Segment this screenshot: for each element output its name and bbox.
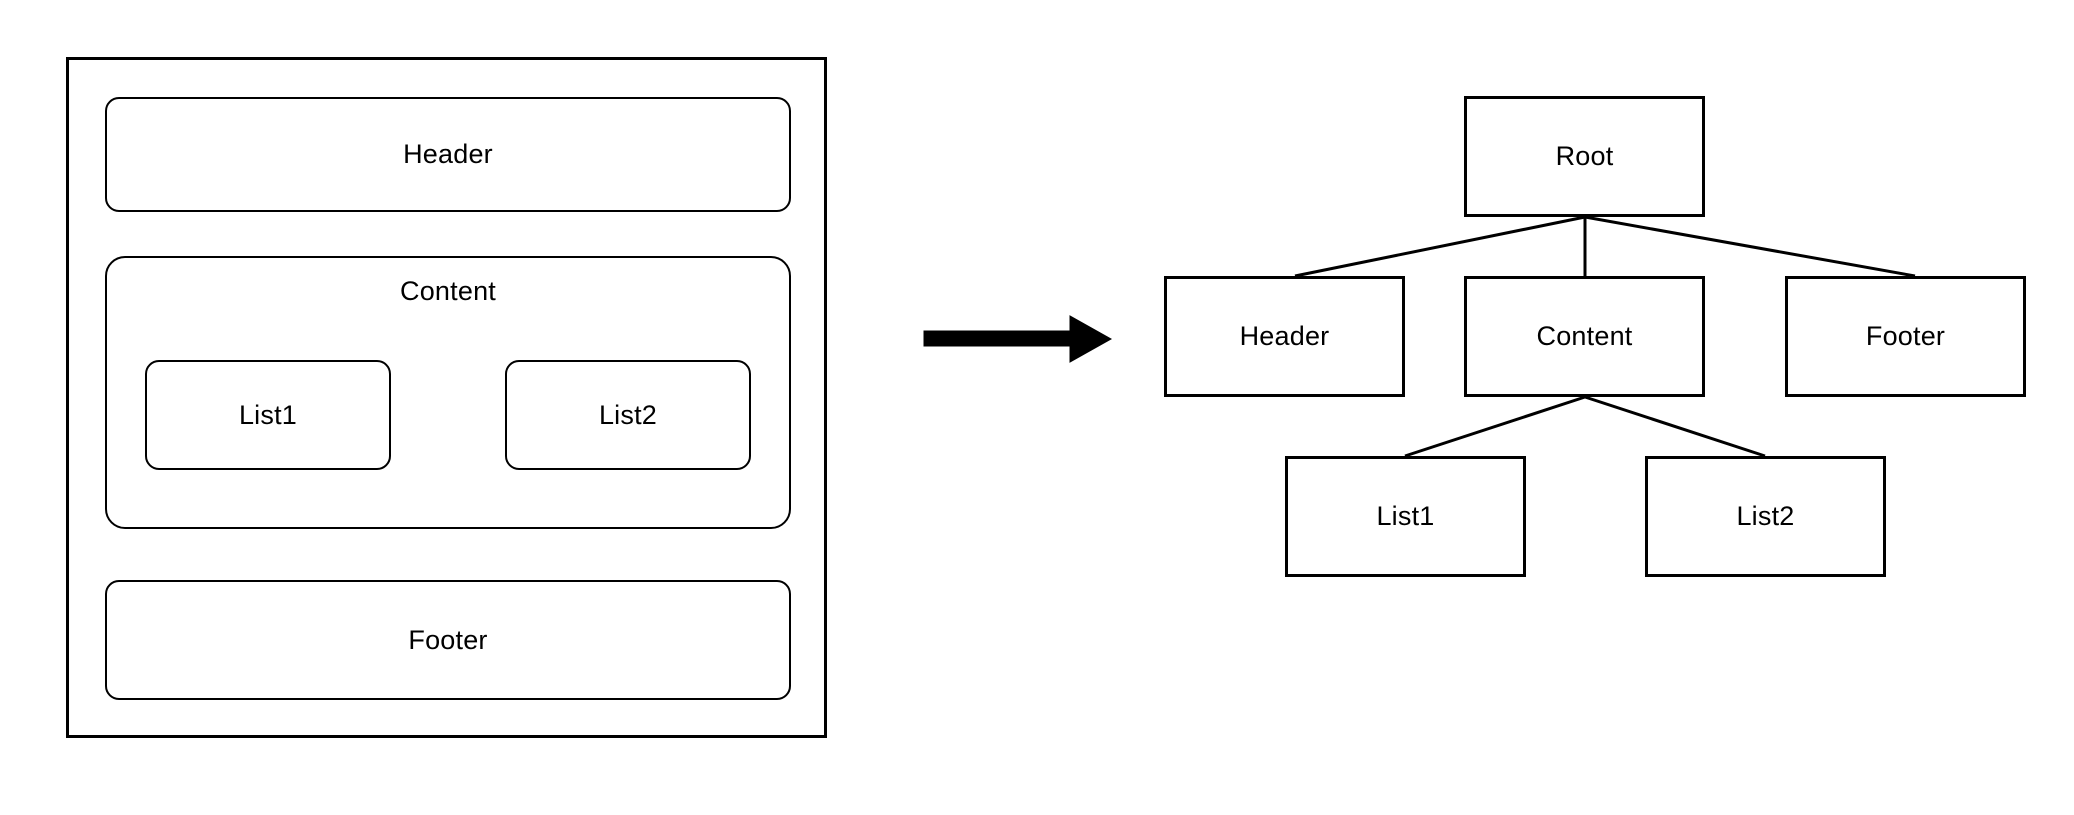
mockup-list2-label: List2	[598, 399, 658, 430]
mockup-content-label: Content	[400, 276, 496, 306]
mockup-list1-box[interactable]: List1	[145, 360, 391, 470]
tree-node-root[interactable]: Root	[1464, 96, 1705, 217]
tree-node-list2[interactable]: List2	[1645, 456, 1886, 577]
tree-node-root-label: Root	[1555, 141, 1614, 171]
edge-content-list2	[1584, 395, 1766, 458]
transform-arrow	[920, 310, 1115, 368]
tree-node-list2-label: List2	[1736, 501, 1795, 531]
mockup-list1-label: List1	[238, 399, 298, 430]
tree-node-header-label: Header	[1239, 321, 1330, 351]
mockup-footer-label: Footer	[408, 624, 488, 655]
tree-node-list1[interactable]: List1	[1285, 456, 1526, 577]
tree-node-footer-label: Footer	[1865, 321, 1946, 351]
tree-node-content-label: Content	[1536, 321, 1633, 351]
edge-root-header	[1294, 215, 1586, 278]
tree-node-content[interactable]: Content	[1464, 276, 1705, 397]
edge-content-list1	[1404, 395, 1586, 458]
tree-node-list1-label: List1	[1376, 501, 1435, 531]
edge-root-footer	[1584, 215, 1916, 278]
tree-node-footer[interactable]: Footer	[1785, 276, 2026, 397]
right-arrow-icon	[923, 315, 1113, 363]
mockup-header-label: Header	[403, 139, 493, 169]
mockup-footer-box[interactable]: Footer	[105, 580, 791, 700]
mockup-header-box[interactable]: Header	[105, 97, 791, 212]
tree-node-header[interactable]: Header	[1164, 276, 1405, 397]
mockup-list2-box[interactable]: List2	[505, 360, 751, 470]
